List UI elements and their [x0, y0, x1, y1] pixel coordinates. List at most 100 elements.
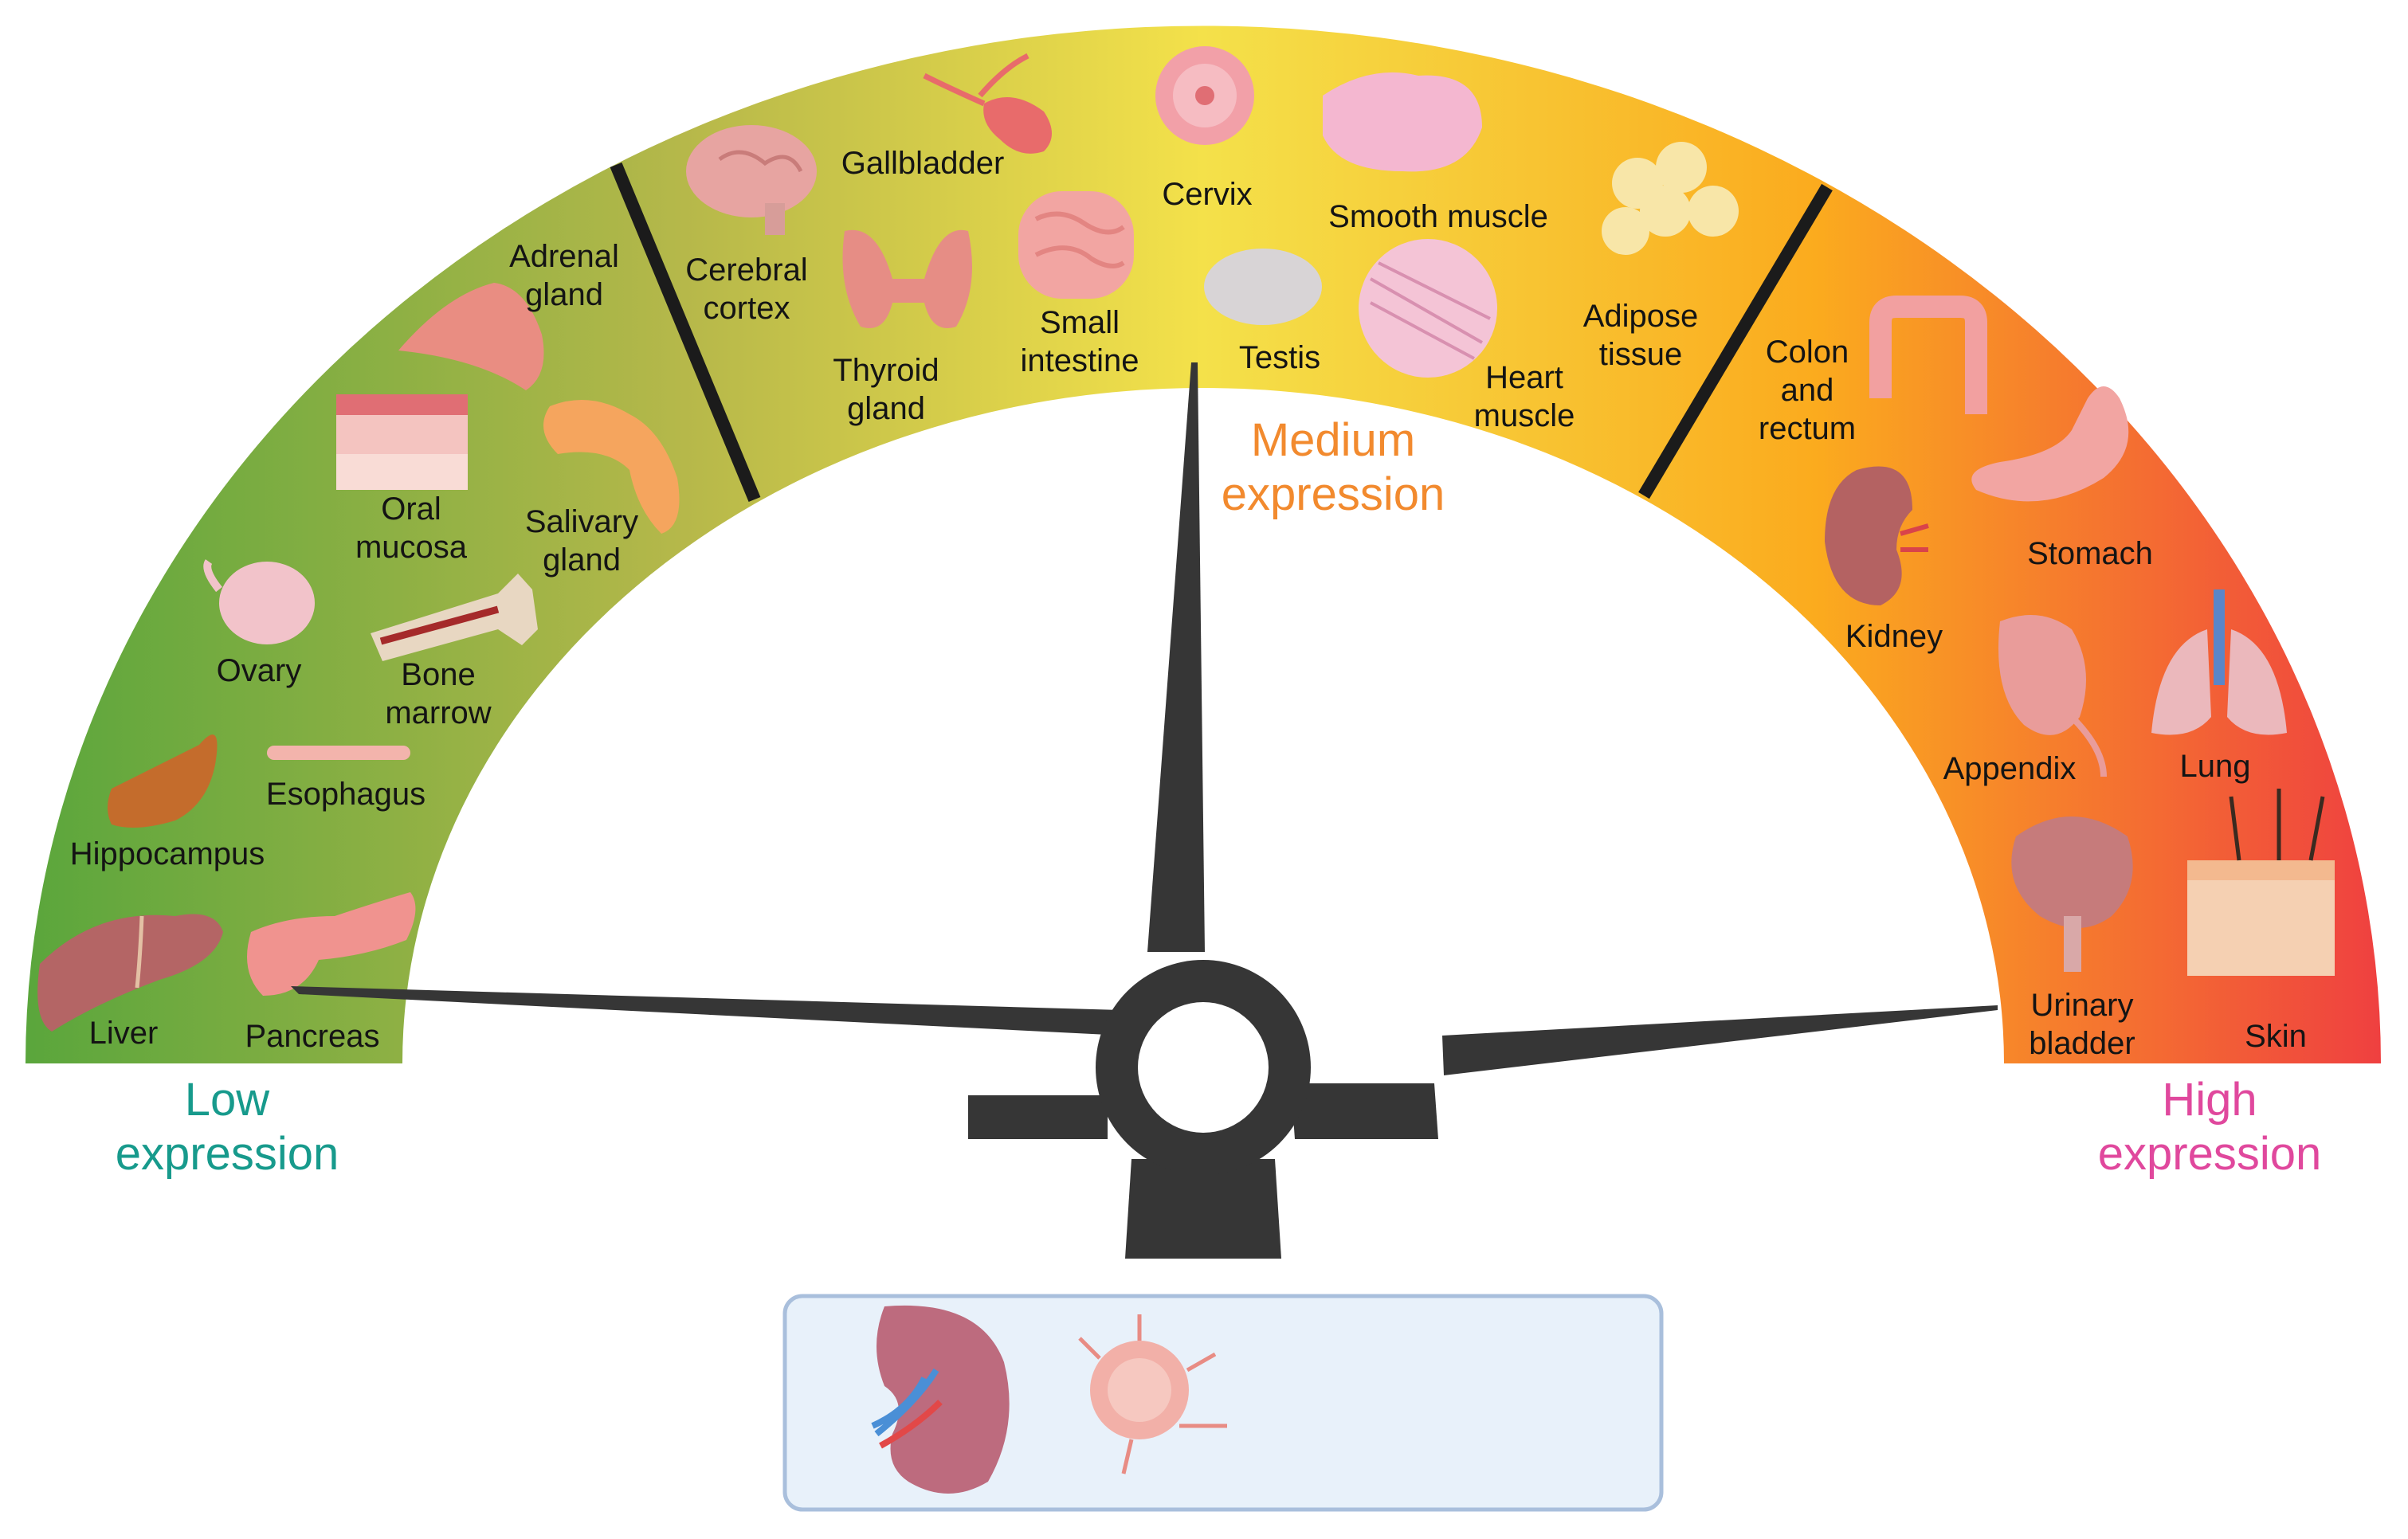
smooth-muscle-icon: [1323, 72, 1482, 172]
high-expression-label-line: expression: [2098, 1128, 2321, 1180]
lymph-node-icon: [1078, 1314, 1227, 1474]
thyroid-gland-icon: [842, 229, 972, 328]
medium-expression-label-line: Medium: [1251, 414, 1415, 466]
ovary-label-line: Ovary: [217, 653, 302, 688]
bone-marrow-icon: [371, 574, 538, 661]
thyroid-gland-label-line: Thyroid: [833, 353, 939, 388]
ovary-label: Ovary: [217, 653, 302, 688]
urinary-bladder-icon: [2011, 816, 2133, 972]
salivary-gland-label-line: gland: [543, 542, 621, 578]
pancreas-icon: [247, 892, 416, 996]
lung-icon: [2151, 589, 2287, 735]
adipose-tissue-icon: [1602, 142, 1739, 255]
gauge-needle: [291, 362, 1998, 1259]
liver-icon: [37, 914, 224, 1032]
adrenal-gland-label-line: Adrenal: [509, 239, 619, 274]
low-expression-label-line: Low: [185, 1074, 271, 1126]
band-divider-low-medium: [610, 162, 761, 503]
oral-mucosa-icon: [336, 394, 468, 490]
lung-label: Lung: [2180, 749, 2251, 784]
gallbladder-label-line: Gallbladder: [841, 146, 1005, 181]
cerebral-cortex-icon: [686, 125, 817, 235]
band-divider-medium-high: [1638, 183, 1833, 499]
colon-and-rectum-label-line: and: [1781, 373, 1834, 408]
stomach-icon: [1971, 386, 2129, 502]
bone-marrow-label-line: Bone: [401, 657, 475, 692]
skin-label-line: Skin: [2245, 1019, 2307, 1054]
bone-marrow-label-line: marrow: [385, 695, 491, 730]
oral-mucosa-label-line: mucosa: [355, 530, 468, 565]
pancreas-label: Pancreas: [245, 1019, 380, 1054]
kidney-icon: [1825, 466, 1929, 605]
colon-and-rectum-label-line: rectum: [1759, 411, 1856, 446]
appendix-label-line: Appendix: [1943, 751, 2077, 786]
cervix-icon: [1155, 46, 1254, 145]
cerebral-cortex-label-line: cortex: [704, 291, 790, 326]
hippocampus-label: Hippocampus: [70, 836, 265, 871]
small-intestine-icon: [1018, 191, 1134, 299]
urinary-bladder-label-line: bladder: [2029, 1026, 2135, 1061]
appendix-icon: [1998, 615, 2107, 777]
low-expression-label-line: expression: [116, 1128, 339, 1180]
heart-muscle-label-line: muscle: [1474, 398, 1575, 433]
spleen-icon: [871, 1305, 1010, 1494]
salivary-gland-label-line: Salivary: [525, 504, 638, 539]
adipose-tissue-label-line: tissue: [1599, 337, 1683, 372]
testis-label: Testis: [1239, 340, 1320, 375]
colon-and-rectum-label-line: Colon: [1766, 335, 1849, 370]
ovary-icon: [203, 559, 315, 644]
esophagus-icon: [267, 746, 410, 760]
adrenal-gland-icon: [398, 283, 544, 390]
esophagus-label-line: Esophagus: [266, 777, 426, 812]
esophagus-label: Esophagus: [266, 777, 426, 812]
lung-label-line: Lung: [2180, 749, 2251, 784]
adipose-tissue-label-line: Adipose: [1583, 299, 1699, 334]
liver-label-line: Liver: [89, 1016, 159, 1051]
salivary-gland-icon: [543, 400, 680, 534]
cervix-label-line: Cervix: [1162, 177, 1252, 212]
cervix-label: Cervix: [1162, 177, 1252, 212]
heart-muscle-icon: [1359, 239, 1497, 378]
testis-icon: [1204, 249, 1322, 325]
high-expression-label-line: High: [2162, 1074, 2257, 1126]
hippocampus-label-line: Hippocampus: [70, 836, 265, 871]
smooth-muscle-label: Smooth muscle: [1328, 199, 1548, 234]
gallbladder-icon: [923, 53, 1052, 154]
skin-icon: [2187, 789, 2335, 976]
kidney-label-line: Kidney: [1845, 619, 1943, 654]
gallbladder-label: Gallbladder: [841, 146, 1005, 181]
gauge-arc-band: [25, 25, 2381, 1063]
cerebral-cortex-label-line: Cerebral: [685, 253, 807, 288]
pancreas-label-line: Pancreas: [245, 1019, 380, 1054]
kidney-label: Kidney: [1845, 619, 1943, 654]
not-detected-panel: [782, 1294, 1664, 1512]
oral-mucosa-label-line: Oral: [381, 491, 441, 527]
stomach-label-line: Stomach: [2027, 536, 2153, 571]
small-intestine-label-line: Small: [1040, 305, 1120, 340]
heart-muscle-label-line: Heart: [1485, 360, 1563, 395]
skin-label: Skin: [2245, 1019, 2307, 1054]
testis-label-line: Testis: [1239, 340, 1320, 375]
colon-and-rectum-icon: [1869, 296, 1987, 414]
adrenal-gland-label-line: gland: [525, 277, 603, 312]
small-intestine-label-line: intestine: [1021, 343, 1139, 378]
smooth-muscle-label-line: Smooth muscle: [1328, 199, 1548, 234]
appendix-label: Appendix: [1943, 751, 2077, 786]
hippocampus-icon: [108, 734, 218, 828]
medium-expression-label-line: expression: [1222, 468, 1445, 520]
